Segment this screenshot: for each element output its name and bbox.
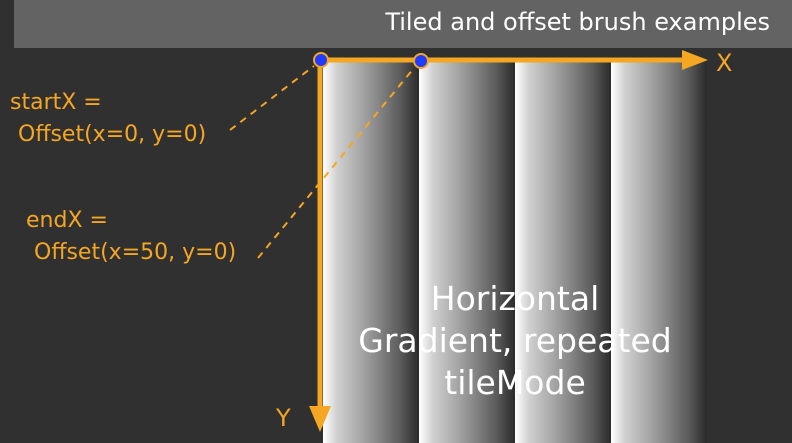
- x-axis-label: X: [716, 49, 733, 77]
- start-label-line1: startX =: [10, 90, 102, 115]
- end-label-line2: Offset(x=50, y=0): [34, 240, 237, 265]
- start-point: [313, 52, 329, 68]
- page-title: Tiled and offset brush examples: [385, 8, 770, 36]
- end-leader-line: [257, 67, 415, 259]
- start-leader-line: [229, 65, 315, 131]
- end-point: [413, 53, 429, 69]
- gradient-preview: [323, 62, 707, 443]
- gradient-caption: Horizontal Gradient, repeated tileMode: [323, 278, 707, 404]
- caption-line1: Horizontal: [430, 279, 600, 318]
- title-bar: Tiled and offset brush examples: [14, 0, 792, 48]
- y-axis-label: Y: [276, 404, 291, 432]
- caption-line3: tileMode: [444, 363, 586, 402]
- start-label-line2: Offset(x=0, y=0): [18, 122, 207, 147]
- caption-line2: Gradient, repeated: [358, 321, 672, 360]
- y-axis-arrow: [309, 406, 331, 432]
- x-axis-arrow: [682, 50, 708, 70]
- end-label-line1: endX =: [26, 208, 108, 233]
